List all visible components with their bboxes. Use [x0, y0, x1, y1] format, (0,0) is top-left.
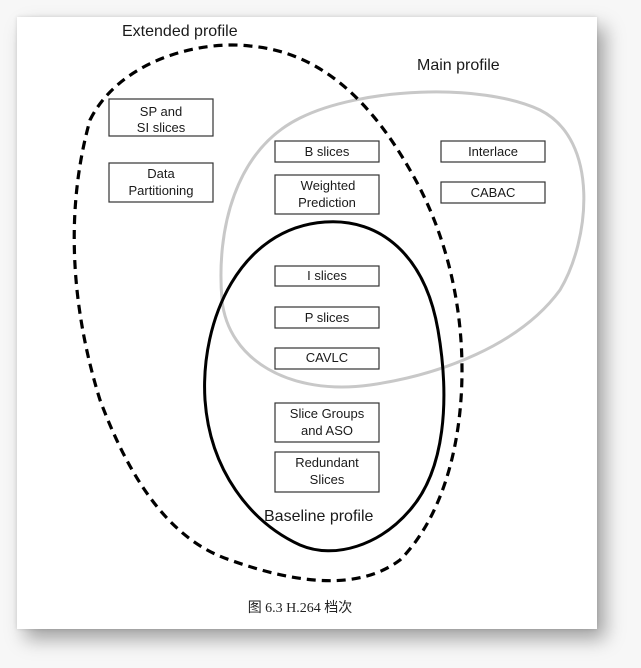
- feature-box-interlace: Interlace: [440, 140, 546, 163]
- feature-label: Weighted: [301, 178, 356, 193]
- extended-profile-label: Extended profile: [122, 23, 238, 40]
- feature-box-cabac: CABAC: [440, 181, 546, 204]
- feature-box-data-partitioning: Data Partitioning: [108, 162, 214, 203]
- feature-label: SI slices: [137, 120, 186, 135]
- feature-label: Prediction: [298, 195, 356, 210]
- feature-box-redundant-slices: Redundant Slices: [274, 451, 380, 493]
- feature-label: Partitioning: [128, 183, 193, 198]
- baseline-profile-boundary: [203, 220, 446, 553]
- feature-label: and ASO: [301, 423, 353, 438]
- baseline-profile-label: Baseline profile: [264, 508, 374, 525]
- main-profile-label: Main profile: [417, 57, 500, 74]
- feature-box-cavlc: CAVLC: [274, 347, 380, 370]
- feature-box-sp-si-slices: SP and SI slices: [108, 98, 214, 137]
- feature-label: B slices: [305, 144, 350, 159]
- feature-label: Slice Groups: [290, 406, 365, 421]
- feature-label: SP and: [140, 104, 182, 119]
- feature-label: CAVLC: [306, 350, 348, 365]
- feature-label: P slices: [305, 310, 350, 325]
- feature-box-slice-groups-aso: Slice Groups and ASO: [274, 402, 380, 443]
- feature-label: Interlace: [468, 144, 518, 159]
- main-profile-boundary: [219, 90, 586, 389]
- feature-box-b-slices: B slices: [274, 140, 380, 163]
- feature-box-i-slices: I slices: [274, 265, 380, 287]
- feature-box-weighted-prediction: Weighted Prediction: [274, 174, 380, 215]
- feature-label: Data: [147, 166, 175, 181]
- extended-profile-boundary: [72, 43, 464, 583]
- feature-label: Slices: [310, 472, 345, 487]
- feature-label: CABAC: [471, 185, 516, 200]
- feature-box-p-slices: P slices: [274, 306, 380, 329]
- figure-caption: 图 6.3 H.264 档次: [248, 600, 353, 616]
- feature-label: I slices: [307, 268, 347, 283]
- feature-label: Redundant: [295, 455, 359, 470]
